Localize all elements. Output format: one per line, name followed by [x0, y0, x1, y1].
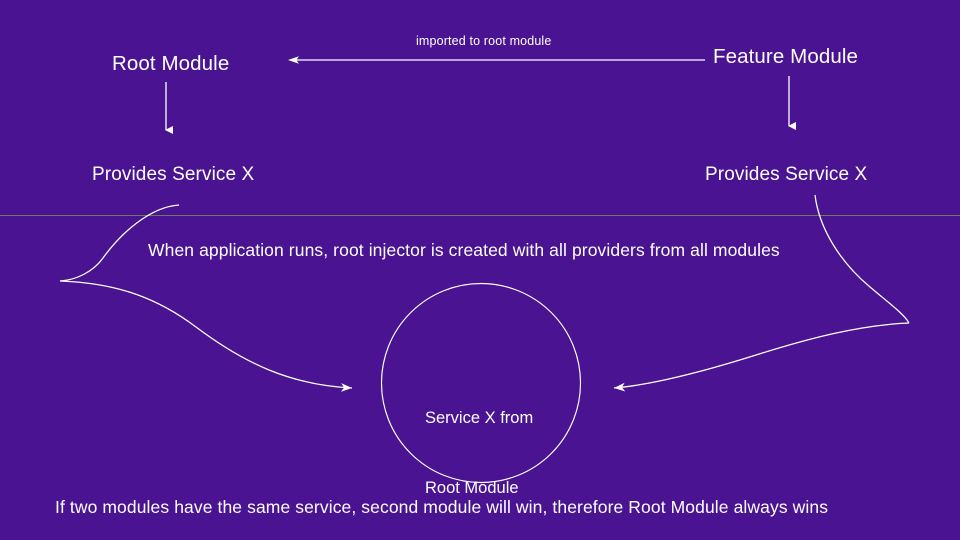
root-provides-service-label: Provides Service X: [92, 164, 255, 185]
import-arrow-label: imported to root module: [416, 34, 552, 48]
circle-label-line-1: Service X from: [425, 408, 534, 427]
import-arrow: [288, 56, 705, 64]
feature-provides-service-label: Provides Service X: [705, 164, 868, 185]
circle-label-line-2: Root Module: [425, 479, 519, 498]
feature-provider-curve-arrow: [613, 194, 910, 392]
feature-module-label: Feature Module: [713, 45, 858, 68]
footer-note: If two modules have the same service, se…: [55, 497, 829, 517]
root-injector-description: When application runs, root injector is …: [148, 240, 780, 260]
root-module-label: Root Module: [112, 52, 230, 75]
root-injector-circle-label: Service X from Root Module: [425, 360, 533, 540]
root-provider-curve-arrow: [59, 204, 353, 392]
